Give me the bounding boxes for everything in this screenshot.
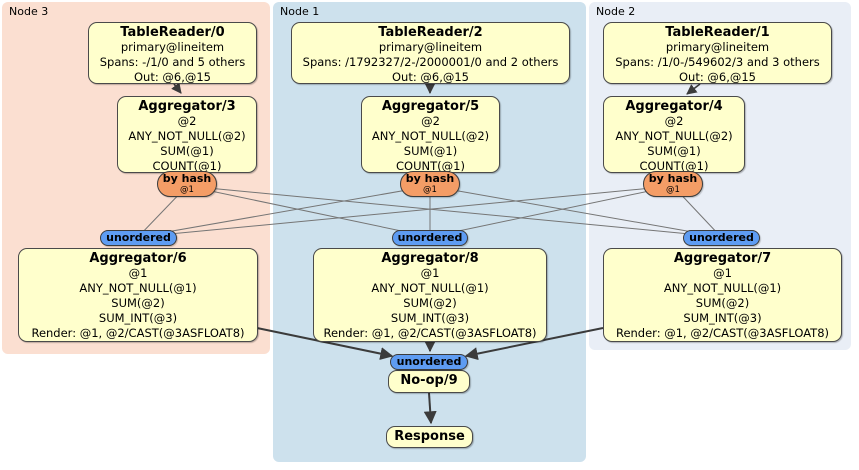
box-title: TableReader/1 <box>665 25 770 40</box>
box-aggregator-3: Aggregator/3 @2 ANY_NOT_NULL(@2) SUM(@1)… <box>117 96 257 173</box>
box-line: Spans: /1792327/2-/2000001/0 and 2 other… <box>302 55 559 69</box>
box-line: @2 <box>664 114 684 128</box>
router-by-hash-agg4: by hash @1 <box>643 171 703 197</box>
box-noop-9: No-op/9 <box>388 370 470 393</box>
router-key: @1 <box>180 185 194 195</box>
sync-label: unordered <box>397 231 463 244</box>
router-by-hash-agg3: by hash @1 <box>157 171 217 197</box>
box-line: Out: @6,@15 <box>679 70 756 84</box>
box-title: Aggregator/5 <box>381 99 480 114</box>
router-key: @1 <box>423 185 437 195</box>
region-label: Node 3 <box>9 5 49 18</box>
box-line: primary@lineitem <box>378 40 483 54</box>
box-line: SUM_INT(@3) <box>98 311 178 325</box>
box-line: SUM(@2) <box>695 296 750 310</box>
box-line: Out: @6,@15 <box>134 70 211 84</box>
box-title: Aggregator/4 <box>625 99 723 114</box>
router-by-hash-agg5: by hash @1 <box>400 171 460 197</box>
box-title: TableReader/0 <box>120 25 225 40</box>
box-line: Out: @6,@15 <box>392 70 469 84</box>
box-line: SUM_INT(@3) <box>390 311 470 325</box>
sync-unordered-noop: unordered <box>390 354 468 370</box>
box-line: primary@lineitem <box>665 40 770 54</box>
box-tablereader-2: TableReader/2 primary@lineitem Spans: /1… <box>291 22 570 84</box>
box-aggregator-6: Aggregator/6 @1 ANY_NOT_NULL(@1) SUM(@2)… <box>18 248 258 342</box>
box-line: @1 <box>128 266 148 280</box>
box-title: Aggregator/6 <box>89 251 187 266</box>
box-line: Spans: /1/0-/549602/3 and 3 others <box>615 55 820 69</box>
box-line: COUNT(@1) <box>152 159 222 173</box>
box-line: SUM(@2) <box>403 296 457 310</box>
box-line: Spans: -/1/0 and 5 others <box>99 55 246 69</box>
box-title: Aggregator/7 <box>673 251 772 266</box>
box-line: ANY_NOT_NULL(@2) <box>371 129 490 143</box>
box-title: Aggregator/3 <box>138 99 236 114</box>
sync-label: unordered <box>396 355 462 368</box>
box-line: Render: @1, @2/CAST(@3ASFLOAT8) <box>615 326 830 340</box>
region-label: Node 2 <box>596 5 636 18</box>
router-label: by hash <box>648 172 698 185</box>
box-line: primary@lineitem <box>120 40 225 54</box>
box-line: @2 <box>177 114 197 128</box>
router-label: by hash <box>162 172 212 185</box>
box-line: ANY_NOT_NULL(@2) <box>128 129 246 143</box>
box-line: SUM(@1) <box>160 144 214 158</box>
box-line: SUM(@1) <box>647 144 701 158</box>
region-label: Node 1 <box>280 5 320 18</box>
router-key: @1 <box>666 185 680 195</box>
box-tablereader-0: TableReader/0 primary@lineitem Spans: -/… <box>88 22 257 84</box>
box-line: @1 <box>420 266 440 280</box>
sync-label: unordered <box>689 231 754 244</box>
box-title: TableReader/2 <box>378 25 483 40</box>
box-aggregator-7: Aggregator/7 @1 ANY_NOT_NULL(@1) SUM(@2)… <box>603 248 842 342</box>
box-aggregator-4: Aggregator/4 @2 ANY_NOT_NULL(@2) SUM(@1)… <box>603 96 745 173</box>
box-line: ANY_NOT_NULL(@2) <box>615 129 733 143</box>
box-line: COUNT(@1) <box>639 159 709 173</box>
router-label: by hash <box>405 172 455 185</box>
box-line: Render: @1, @2/CAST(@3ASFLOAT8) <box>323 326 537 340</box>
box-line: ANY_NOT_NULL(@1) <box>79 281 197 295</box>
box-line: Render: @1, @2/CAST(@3ASFLOAT8) <box>31 326 245 340</box>
sync-unordered-agg8: unordered <box>392 230 468 246</box>
sync-label: unordered <box>106 231 171 244</box>
box-tablereader-1: TableReader/1 primary@lineitem Spans: /1… <box>603 22 832 84</box>
box-title: Response <box>394 429 465 444</box>
box-line: SUM_INT(@3) <box>683 311 762 325</box>
box-aggregator-8: Aggregator/8 @1 ANY_NOT_NULL(@1) SUM(@2)… <box>313 248 547 342</box>
box-line: COUNT(@1) <box>396 159 465 173</box>
sync-unordered-agg6: unordered <box>100 230 177 246</box>
box-line: @2 <box>421 114 440 128</box>
sync-unordered-agg7: unordered <box>683 230 760 246</box>
box-line: SUM(@1) <box>403 144 458 158</box>
box-response: Response <box>386 426 473 448</box>
box-line: @1 <box>713 266 732 280</box>
box-line: ANY_NOT_NULL(@1) <box>663 281 782 295</box>
box-title: Aggregator/8 <box>381 251 479 266</box>
box-title: No-op/9 <box>400 373 458 388</box>
box-aggregator-5: Aggregator/5 @2 ANY_NOT_NULL(@2) SUM(@1)… <box>361 96 500 173</box>
box-line: ANY_NOT_NULL(@1) <box>371 281 489 295</box>
box-line: SUM(@2) <box>111 296 165 310</box>
